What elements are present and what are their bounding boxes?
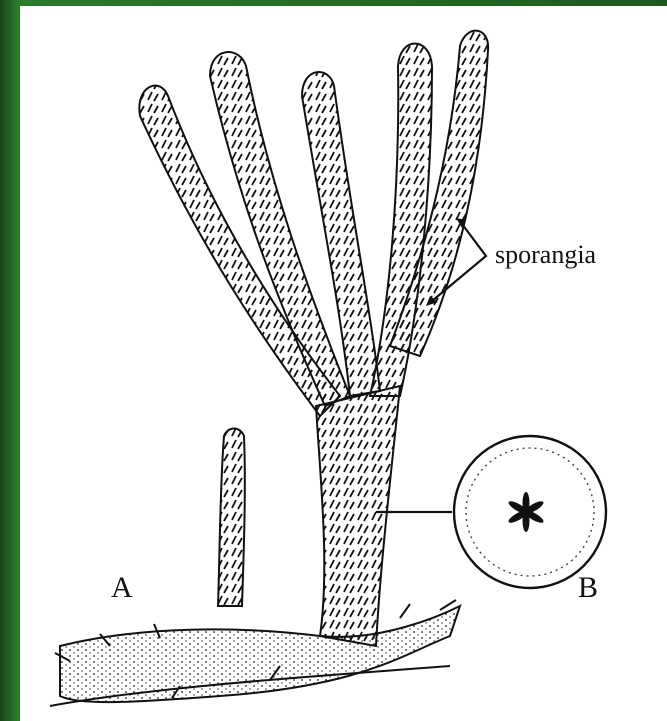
- club-moss-drawing: [20, 6, 667, 721]
- illustration-panel: sporangia A B: [20, 6, 667, 721]
- small-shoot-a: [218, 429, 245, 607]
- main-stem: [316, 386, 400, 646]
- label-sporangia: sporangia: [495, 240, 596, 270]
- branches: [139, 31, 488, 416]
- label-a: A: [111, 571, 133, 605]
- cross-section-b: [376, 436, 606, 588]
- rhizome: [50, 600, 460, 706]
- label-b: B: [578, 571, 598, 605]
